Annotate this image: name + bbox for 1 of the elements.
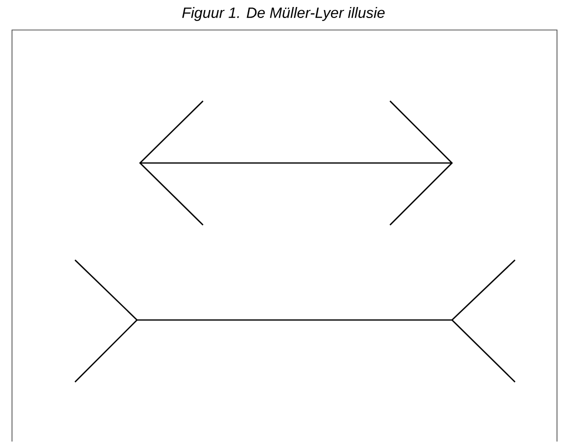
figure-title: Figuur 1. De Müller-Lyer illusie [182,7,385,21]
